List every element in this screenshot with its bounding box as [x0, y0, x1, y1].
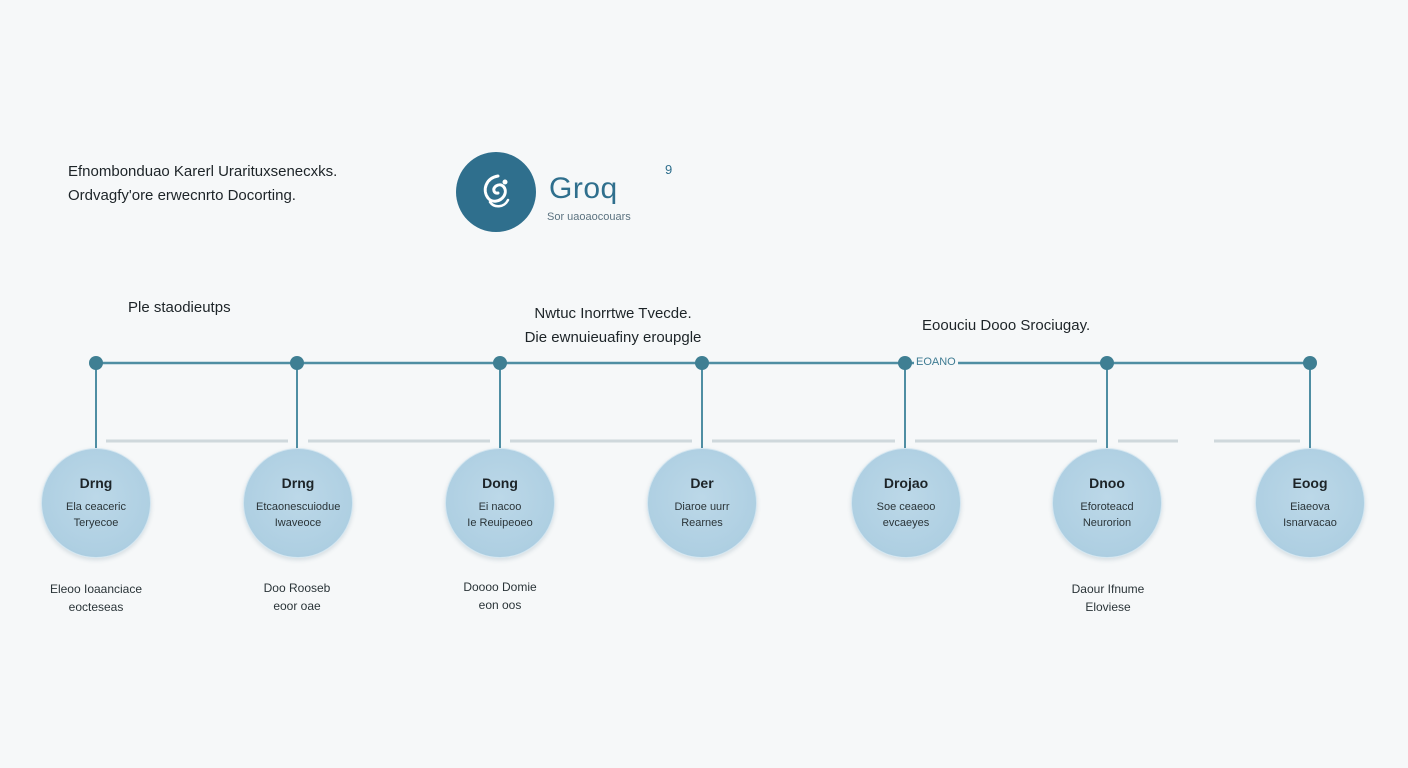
timeline-node-6: Dnoo Eforoteacd Neurorion — [1052, 448, 1162, 558]
node-caption-6: Daour Ifnume Eloviese — [1038, 580, 1178, 616]
brand-mark: 9 — [665, 162, 673, 177]
caption-line: eon oos — [478, 598, 522, 612]
group-label-1-line-1: Ple staodieutps — [128, 299, 231, 316]
node-caption-2: Doo Rooseb eoor oae — [227, 579, 367, 615]
node-desc-line: Diaroe uurr — [674, 501, 730, 513]
timeline-inline-tag: EOANO — [914, 356, 958, 368]
timeline-dots — [89, 356, 1317, 370]
timeline-node-5: Drojao Soe ceaeoo evcaeyes — [851, 448, 961, 558]
brand-logo — [456, 152, 536, 232]
node-description: Eforoteacd Neurorion — [1065, 499, 1149, 531]
timeline-node-4: Der Diaroe uurr Rearnes — [647, 448, 757, 558]
caption-line: Doooo Domie — [463, 580, 537, 594]
node-desc-line: Rearnes — [681, 517, 723, 529]
node-desc-line: Ie Reuipeoeo — [467, 517, 533, 529]
node-caption-3: Doooo Domie eon oos — [430, 578, 570, 614]
node-desc-line: Eiaeova — [1290, 501, 1330, 513]
node-title: Dnoo — [1089, 475, 1125, 491]
node-title: Dong — [482, 475, 518, 491]
node-description: Etcaonescuiodue Iwaveoce — [256, 499, 340, 531]
node-desc-line: Ei nacoo — [478, 501, 522, 513]
leaf-swirl-icon — [483, 174, 510, 208]
group-label-1: Ple staodieutps — [128, 296, 231, 320]
intro-text: Efnombonduao Karerl Urarituxsenecxks. Or… — [68, 160, 337, 208]
caption-line: Eloviese — [1085, 600, 1131, 614]
caption-line: eocteseas — [68, 600, 124, 614]
intro-line-1: Efnombonduao Karerl Urarituxsenecxks. — [68, 163, 338, 180]
timeline-node-7: Eoog Eiaeova Isnarvacao — [1255, 448, 1365, 558]
timeline-node-3: Dong Ei nacoo Ie Reuipeoeo — [445, 448, 555, 558]
node-desc-line: Soe ceaeoo — [876, 501, 936, 513]
node-title: Der — [690, 475, 714, 491]
intro-line-2: Ordvagfy'ore erwecnrto Docorting. — [68, 187, 296, 204]
node-description: Ela ceaceric Teryecoe — [54, 499, 138, 531]
node-desc-line: Isnarvacao — [1283, 517, 1337, 529]
node-description: Soe ceaeoo evcaeyes — [864, 499, 948, 531]
caption-line: eoor oae — [273, 599, 321, 613]
node-desc-line: evcaeyes — [882, 517, 930, 529]
group-label-3-line-1: Eoouciu Dooo Srociugay. — [922, 317, 1091, 334]
node-desc-line: Iwaveoce — [274, 517, 322, 529]
caption-line: Eleoo Ioaanciace — [49, 582, 143, 596]
timeline-node-1: Drng Ela ceaceric Teryecoe — [41, 448, 151, 558]
node-desc-line: Ela ceaceric — [66, 501, 126, 513]
group-label-3: Eoouciu Dooo Srociugay. — [922, 314, 1090, 338]
brand-name: Groq — [549, 172, 618, 205]
node-desc-line: Etcaonescuiodue — [256, 501, 341, 513]
timeline-stems — [95, 363, 1311, 450]
node-title: Drng — [281, 475, 315, 491]
brand-subtitle: Sor uaoaocouars — [547, 211, 631, 223]
caption-line: Doo Rooseb — [263, 581, 331, 595]
timeline-node-2: Drng Etcaonescuiodue Iwaveoce — [243, 448, 353, 558]
caption-line: Daour Ifnume — [1071, 582, 1145, 596]
group-label-2-line-2: Die ewnuieuafiny eroupgle — [524, 329, 702, 346]
node-description: Diaroe uurr Rearnes — [660, 499, 744, 531]
node-title: Drng — [79, 475, 113, 491]
node-description: Ei nacoo Ie Reuipeoeo — [458, 499, 542, 531]
node-desc-line: Eforoteacd — [1080, 501, 1134, 513]
node-desc-line: Teryecoe — [73, 517, 119, 529]
node-caption-1: Eleoo Ioaanciace eocteseas — [26, 580, 166, 616]
group-label-2: Nwtuc Inorrtwe Tvecde. Die ewnuieuafiny … — [498, 302, 728, 350]
node-description: Eiaeova Isnarvacao — [1268, 499, 1352, 531]
group-label-2-line-1: Nwtuc Inorrtwe Tvecde. — [534, 305, 692, 322]
node-desc-line: Neurorion — [1082, 517, 1132, 529]
node-title: Drojao — [883, 475, 929, 491]
node-title: Eoog — [1292, 475, 1328, 491]
